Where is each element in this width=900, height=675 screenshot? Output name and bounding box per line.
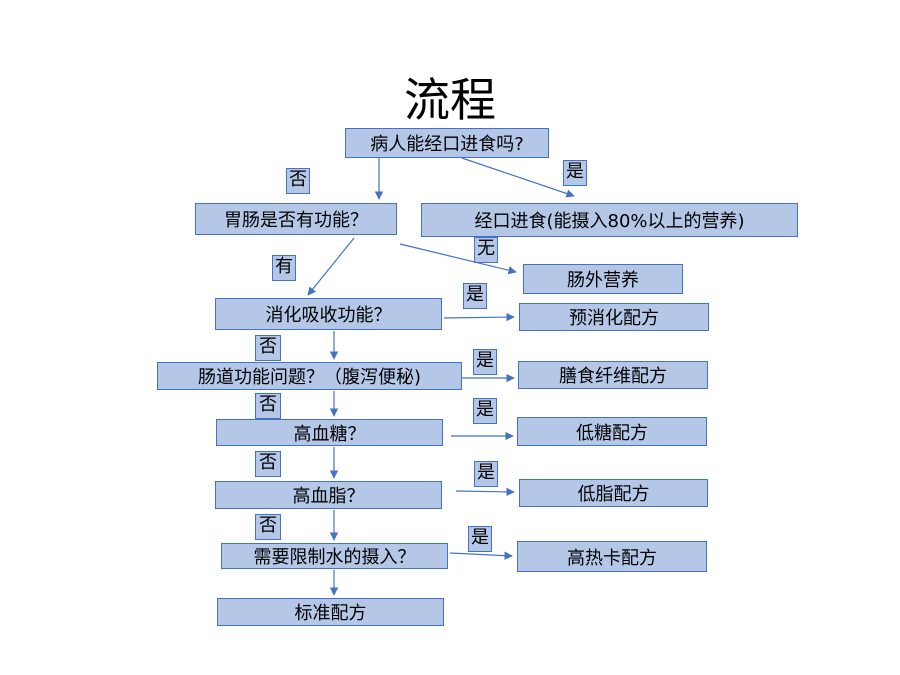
edge-label-no-2: 否 [255, 335, 281, 361]
node-oral-intake: 病人能经口进食吗? [345, 128, 549, 158]
edge-label-have: 有 [272, 255, 296, 281]
edge-label-yes-5: 是 [474, 461, 498, 487]
node-parenteral-nutrition: 肠外营养 [523, 264, 683, 294]
edge-label-yes-4: 是 [473, 398, 497, 424]
edge-label-yes-2: 是 [463, 283, 487, 309]
node-oral-feeding: 经口进食(能摄入80%以上的营养) [421, 203, 798, 237]
edge-label-no-4: 否 [255, 451, 281, 477]
node-high-calorie-formula: 高热卡配方 [517, 541, 707, 572]
edge-label-yes-6: 是 [468, 526, 492, 552]
node-low-sugar-formula: 低糖配方 [517, 417, 707, 446]
edge-label-no-1: 否 [286, 168, 310, 194]
edge-label-no-5: 否 [255, 514, 281, 540]
arrow-oral-to-feeding [461, 157, 575, 198]
node-fiber-formula: 膳食纤维配方 [518, 361, 708, 389]
edge-label-none: 无 [474, 237, 498, 263]
edge-label-yes-1: 是 [563, 160, 587, 186]
node-gut-function: 胃肠是否有功能？ [195, 203, 397, 235]
node-predigested-formula: 预消化配方 [519, 303, 709, 331]
node-hyperlipidemia: 高血脂？ [215, 481, 442, 509]
node-low-fat-formula: 低脂配方 [519, 479, 708, 507]
page-title: 流程 [404, 73, 496, 127]
arrow-water-to-highcal [449, 551, 513, 560]
arrow-absorb-to-predigest [443, 312, 515, 322]
arrow-gut-to-absorb [307, 237, 355, 296]
arrow-gut-to-parenteral [399, 243, 517, 275]
node-standard-formula: 标准配方 [217, 598, 444, 626]
node-hyperglycemia: 高血糖？ [216, 419, 443, 446]
node-absorption-function: 消化吸收功能？ [215, 298, 442, 330]
arrow-lipid-to-lowfat [455, 487, 515, 497]
edge-label-no-3: 否 [255, 393, 281, 419]
edge-label-yes-3: 是 [473, 349, 497, 375]
node-bowel-problem: 肠道功能问题？（腹泻便秘) [157, 362, 462, 390]
node-water-restriction: 需要限制水的摄入？ [221, 543, 448, 569]
